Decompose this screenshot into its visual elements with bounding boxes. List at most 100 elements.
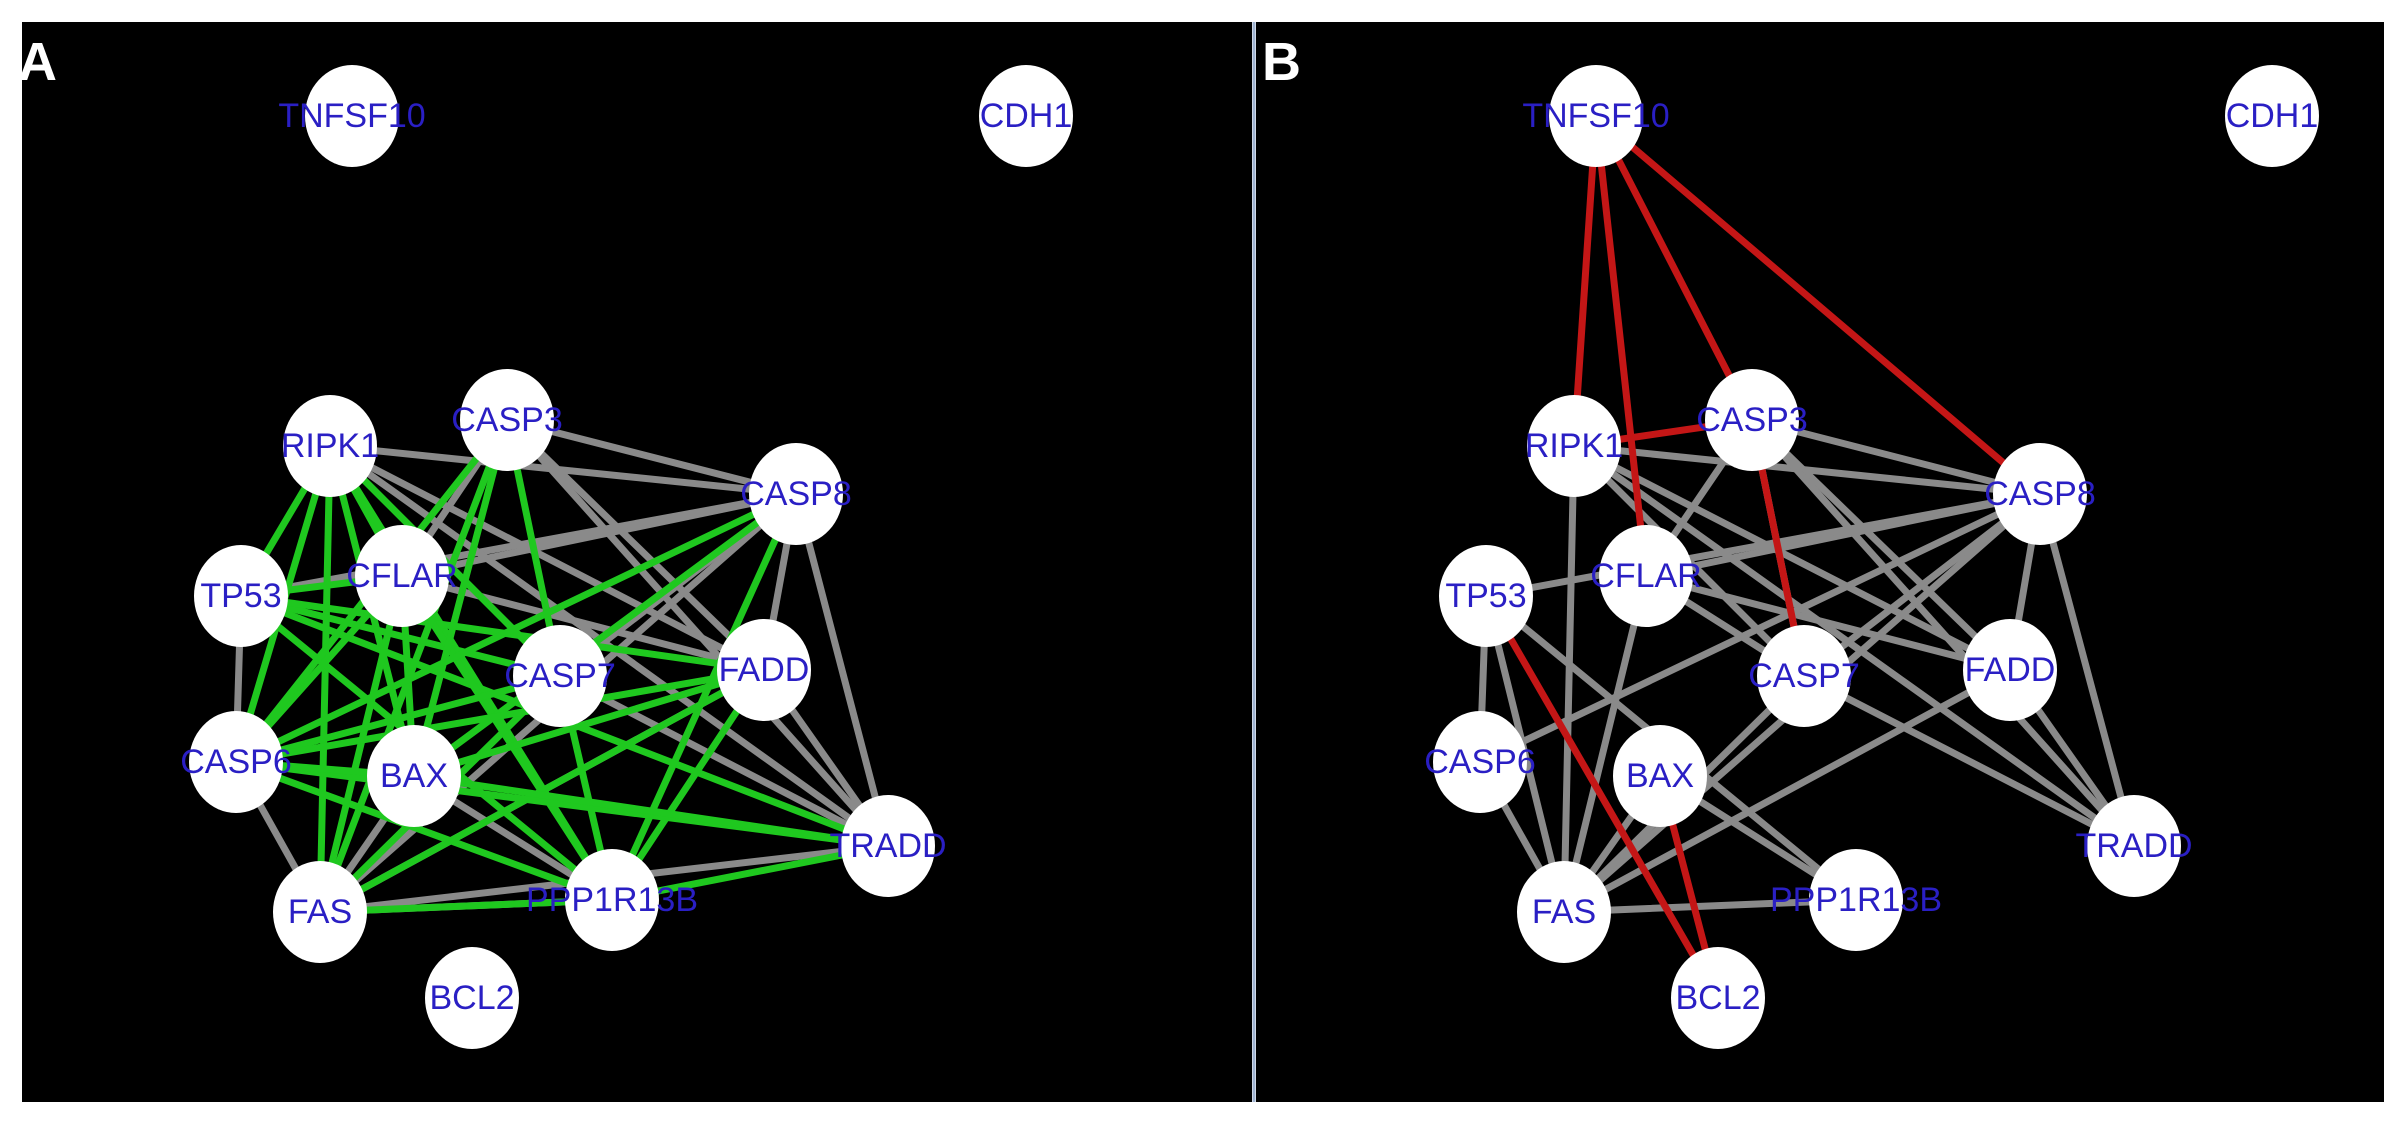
- node-tradd[interactable]: TRADD: [829, 795, 947, 897]
- node-casp8[interactable]: CASP8: [1984, 443, 2096, 545]
- edge-green-casp7-casp6: [232, 672, 564, 766]
- node-label: PPP1R13B: [526, 881, 698, 919]
- edge-green-bax-tradd: [410, 772, 892, 850]
- node-cflar[interactable]: CFLAR: [1590, 525, 1702, 627]
- node-bax[interactable]: BAX: [367, 725, 461, 827]
- node-label: TP53: [200, 577, 281, 615]
- node-label: BAX: [380, 757, 448, 795]
- node-label: BAX: [1626, 757, 1694, 795]
- edge-gray-casp7-tradd: [1800, 672, 2138, 850]
- node-fas[interactable]: FAS: [273, 861, 367, 963]
- node-circle: [1599, 525, 1693, 627]
- node-casp8[interactable]: CASP8: [740, 443, 852, 545]
- node-casp3[interactable]: CASP3: [1696, 369, 1808, 471]
- node-cdh1[interactable]: CDH1: [2225, 65, 2319, 167]
- node-circle: [1527, 395, 1621, 497]
- panel-b-background: [1256, 22, 2384, 1102]
- edge-gray-casp3-fadd: [503, 416, 768, 674]
- edge-red-tp53-bcl2: [1482, 592, 1722, 1002]
- edge-red-tnfsf10-casp3: [1592, 112, 1756, 424]
- edge-green-fadd-bax: [410, 666, 768, 780]
- node-casp3[interactable]: CASP3: [451, 369, 563, 471]
- node-circle: [425, 947, 519, 1049]
- node-label: CFLAR: [1590, 557, 1701, 595]
- node-circle: [355, 525, 449, 627]
- node-tp53[interactable]: TP53: [1439, 545, 1533, 647]
- node-label: CASP7: [1748, 657, 1860, 695]
- node-casp6[interactable]: CASP6: [180, 711, 292, 813]
- node-bcl2[interactable]: BCL2: [1671, 947, 1765, 1049]
- node-tp53[interactable]: TP53: [194, 545, 288, 647]
- edge-green-casp8-bax: [410, 490, 800, 780]
- node-label: CDH1: [2226, 97, 2319, 135]
- node-circle: [194, 545, 288, 647]
- node-circle: [565, 849, 659, 951]
- node-circle: [1963, 619, 2057, 721]
- node-circle: [189, 711, 283, 813]
- node-circle: [717, 619, 811, 721]
- node-circle: [1705, 369, 1799, 471]
- node-ppp1r13b[interactable]: PPP1R13B: [526, 849, 698, 951]
- edge-gray-casp3-casp8: [1748, 416, 2044, 498]
- edge-green-fas-ppp1r13b: [316, 896, 616, 916]
- edge-gray-casp8-tradd: [2036, 490, 2138, 850]
- node-label: FAS: [1532, 893, 1596, 931]
- node-label: TRADD: [2075, 827, 2192, 865]
- edge-gray-casp6-casp8: [1476, 490, 2044, 766]
- node-label: CASP8: [1984, 475, 2096, 513]
- node-circle: [1757, 625, 1851, 727]
- node-circle: [1993, 443, 2087, 545]
- panel-b-letter: B: [1262, 32, 1301, 92]
- node-label: FAS: [288, 893, 352, 931]
- node-circle: [513, 625, 607, 727]
- node-label: FADD: [719, 651, 810, 689]
- node-fas[interactable]: FAS: [1517, 861, 1611, 963]
- edge-red-tnfsf10-ripk1: [1570, 112, 1600, 450]
- edge-red-tnfsf10-cflar: [1592, 112, 1650, 580]
- node-fadd[interactable]: FADD: [717, 619, 811, 721]
- node-label: CDH1: [980, 97, 1073, 135]
- node-circle: [1549, 65, 1643, 167]
- edge-gray-fas-ppp1r13b: [1560, 896, 1860, 916]
- node-casp7[interactable]: CASP7: [504, 625, 616, 727]
- node-circle: [273, 861, 367, 963]
- edge-gray-ripk1-fadd: [1570, 442, 2014, 674]
- node-label: BCL2: [1675, 979, 1760, 1017]
- node-label: RIPK1: [1525, 427, 1623, 465]
- node-casp7[interactable]: CASP7: [1748, 625, 1860, 727]
- node-label: CASP3: [451, 401, 563, 439]
- node-tnfsf10[interactable]: TNFSF10: [1522, 65, 1670, 167]
- node-circle: [841, 795, 935, 897]
- node-bcl2[interactable]: BCL2: [425, 947, 519, 1049]
- node-circle: [367, 725, 461, 827]
- node-circle: [1809, 849, 1903, 951]
- node-label: BCL2: [429, 979, 514, 1017]
- node-circle: [2225, 65, 2319, 167]
- node-tnfsf10[interactable]: TNFSF10: [278, 65, 426, 167]
- node-label: FADD: [1965, 651, 2056, 689]
- node-ripk1[interactable]: RIPK1: [1525, 395, 1623, 497]
- node-tradd[interactable]: TRADD: [2075, 795, 2193, 897]
- edge-gray-cflar-fadd: [1642, 572, 2014, 674]
- node-label: CASP6: [180, 743, 292, 781]
- node-circle: [305, 65, 399, 167]
- node-cdh1[interactable]: CDH1: [979, 65, 1073, 167]
- node-fadd[interactable]: FADD: [1963, 619, 2057, 721]
- node-ripk1[interactable]: RIPK1: [281, 395, 379, 497]
- node-bax[interactable]: BAX: [1613, 725, 1707, 827]
- edge-gray-casp3-fadd: [1748, 416, 2014, 674]
- edge-green-fadd-fas: [316, 666, 768, 916]
- node-label: CASP3: [1696, 401, 1808, 439]
- node-ppp1r13b[interactable]: PPP1R13B: [1770, 849, 1942, 951]
- node-circle: [283, 395, 377, 497]
- node-casp6[interactable]: CASP6: [1424, 711, 1536, 813]
- node-cflar[interactable]: CFLAR: [346, 525, 458, 627]
- node-circle: [1439, 545, 1533, 647]
- node-label: TNFSF10: [1522, 97, 1669, 135]
- edge-gray-ripk1-tradd: [1570, 442, 2138, 850]
- node-circle: [979, 65, 1073, 167]
- node-label: PPP1R13B: [1770, 881, 1942, 919]
